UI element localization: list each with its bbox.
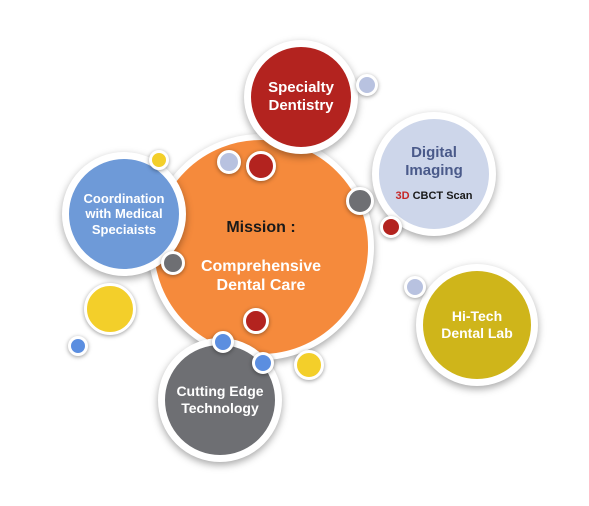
digital-imaging-content: Digital Imaging 3D CBCT Scan xyxy=(395,144,472,203)
dot-lavender-mission xyxy=(217,150,241,174)
specialty-dentistry-circle: Specialty Dentistry xyxy=(244,40,358,154)
dot-gray-right xyxy=(346,187,374,215)
digital-imaging-circle: Digital Imaging 3D CBCT Scan xyxy=(372,112,496,236)
dot-red-bottom xyxy=(243,308,269,334)
specialty-dentistry-label: Specialty Dentistry xyxy=(268,79,334,114)
cbct-3d-text: 3D xyxy=(395,190,410,203)
dot-yellow-large xyxy=(84,283,136,335)
dot-red-mission xyxy=(246,151,276,181)
dot-blue-far-left xyxy=(68,336,88,356)
hitech-lab-circle: Hi-Tech Dental Lab xyxy=(416,264,538,386)
mission-label: Mission : Comprehensive Dental Care xyxy=(201,199,321,295)
cutting-edge-label: Cutting Edge Technology xyxy=(176,383,264,416)
dot-lavender-top-right xyxy=(356,74,378,96)
hitech-lab-label: Hi-Tech Dental Lab xyxy=(441,308,513,341)
dot-yellow-small xyxy=(149,150,169,170)
dot-blue-cutting xyxy=(252,352,274,374)
cbct-scan-tag: 3D CBCT Scan xyxy=(395,190,472,203)
cbct-scan-text: CBCT Scan xyxy=(409,190,473,203)
mission-title: Mission : xyxy=(226,219,296,237)
mission-subtitle: Comprehensive Dental Care xyxy=(200,257,322,294)
dot-yellow-bottom xyxy=(294,350,324,380)
dot-gray-left xyxy=(161,251,185,275)
dot-red-right xyxy=(380,216,402,238)
digital-imaging-label: Digital Imaging xyxy=(405,144,463,180)
dot-blue-bottom-left xyxy=(212,331,234,353)
coordination-label: Coordination with Medical Speciaists xyxy=(83,190,165,237)
dot-lavender-hitech xyxy=(404,276,426,298)
